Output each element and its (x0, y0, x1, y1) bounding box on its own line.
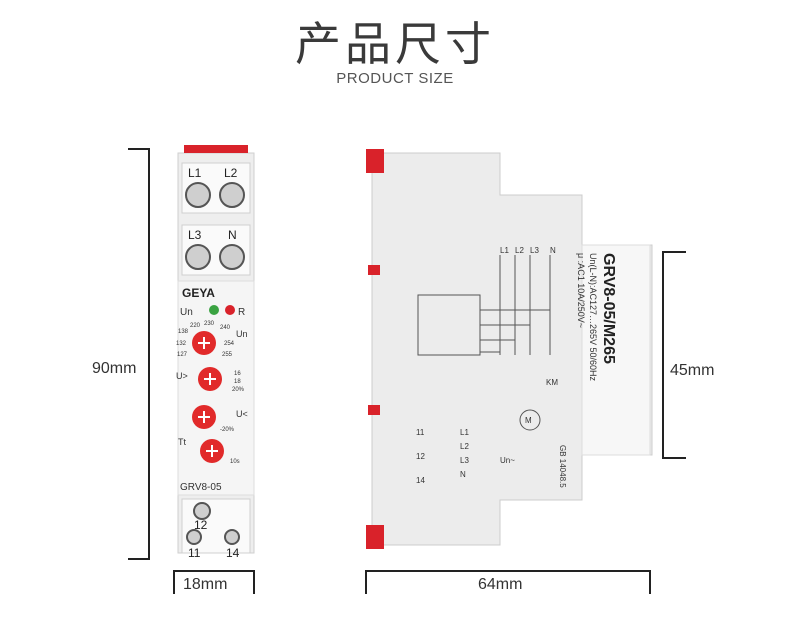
screw-icon (185, 182, 211, 208)
din-clip-bottom (366, 525, 384, 549)
terminal-L3-label: L3 (188, 228, 202, 242)
svg-text:14: 14 (416, 476, 425, 485)
height-label: 90mm (92, 360, 137, 377)
svg-text:12: 12 (194, 518, 208, 532)
front-height-bracket (662, 251, 686, 459)
svg-text:-20%: -20% (220, 427, 235, 433)
cross-icon (204, 373, 216, 385)
screw-icon (193, 502, 211, 520)
svg-text:12: 12 (416, 452, 425, 461)
cross-icon (206, 445, 218, 457)
wiring-diagram (417, 255, 551, 431)
svg-text:L2: L2 (460, 442, 469, 451)
svg-text:16: 16 (234, 371, 241, 377)
svg-text:L3: L3 (460, 456, 469, 465)
svg-text:N: N (460, 470, 466, 479)
side-view: GRV8-05/M265 Un(L-N):AC127…265V 50/60Hz … (366, 149, 653, 549)
svg-text:220: 220 (190, 323, 201, 329)
svg-text:11: 11 (416, 428, 425, 437)
screw-icon (224, 529, 240, 545)
front-height-label: 45mm (670, 362, 715, 379)
svg-text:Un: Un (180, 307, 193, 318)
screw-icon (185, 244, 211, 270)
svg-text:L3: L3 (530, 246, 539, 255)
screw-icon (219, 244, 245, 270)
svg-text:127: 127 (177, 352, 188, 358)
svg-text:Un(L-N):AC127…265V 50/60Hz: Un(L-N):AC127…265V 50/60Hz (588, 253, 598, 382)
svg-text:Un: Un (236, 329, 248, 339)
cross-icon (198, 411, 210, 423)
screw-icon (219, 182, 245, 208)
brand-logo: GEYA (182, 286, 215, 300)
din-clip-top (366, 149, 384, 173)
depth-bracket (365, 570, 651, 594)
led-red-icon (225, 305, 235, 315)
svg-text:R: R (238, 307, 245, 318)
svg-text:L2: L2 (515, 246, 524, 255)
svg-text:230: 230 (204, 321, 215, 327)
terminal-N-label: N (228, 228, 237, 242)
svg-text:10s: 10s (230, 459, 240, 465)
side-model-label: GRV8-05/M265 (600, 253, 617, 364)
depth-label: 64mm (478, 576, 523, 593)
svg-text:254: 254 (224, 341, 235, 347)
svg-text:KM: KM (546, 378, 558, 387)
terminal-L2-label: L2 (224, 166, 238, 180)
svg-text:U>: U> (176, 371, 188, 381)
page-title: 产品尺寸 (295, 17, 495, 71)
svg-text:Tt: Tt (178, 437, 186, 447)
svg-text:255: 255 (222, 352, 233, 358)
svg-text:11: 11 (188, 546, 201, 560)
svg-text:Un~: Un~ (500, 456, 515, 465)
svg-text:18: 18 (234, 379, 241, 385)
width-bracket (173, 570, 255, 594)
svg-text:U<: U< (236, 409, 248, 419)
led-green-icon (209, 305, 219, 315)
svg-text:μ :AC1 10A/250V~: μ :AC1 10A/250V~ (576, 253, 586, 328)
svg-text:M: M (525, 416, 532, 425)
svg-text:N: N (550, 246, 556, 255)
svg-text:L1: L1 (500, 246, 509, 255)
svg-text:138: 138 (178, 329, 189, 335)
svg-text:20%: 20% (232, 387, 245, 393)
width-label: 18mm (183, 576, 228, 593)
page-subtitle: PRODUCT SIZE (336, 70, 454, 87)
screw-icon (186, 529, 202, 545)
svg-text:14: 14 (226, 546, 240, 560)
svg-text:132: 132 (176, 341, 187, 347)
svg-text:L1: L1 (460, 428, 469, 437)
terminal-L1-label: L1 (188, 166, 202, 180)
cross-icon (198, 337, 210, 349)
height-bracket (128, 148, 150, 560)
model-label: GRV8-05 (180, 482, 222, 493)
front-view: L1 L2 L3 N GEYA Un R 220 230 240 254 255… (176, 145, 255, 560)
svg-text:GB 14048.5: GB 14048.5 (558, 445, 567, 488)
svg-text:240: 240 (220, 325, 231, 331)
